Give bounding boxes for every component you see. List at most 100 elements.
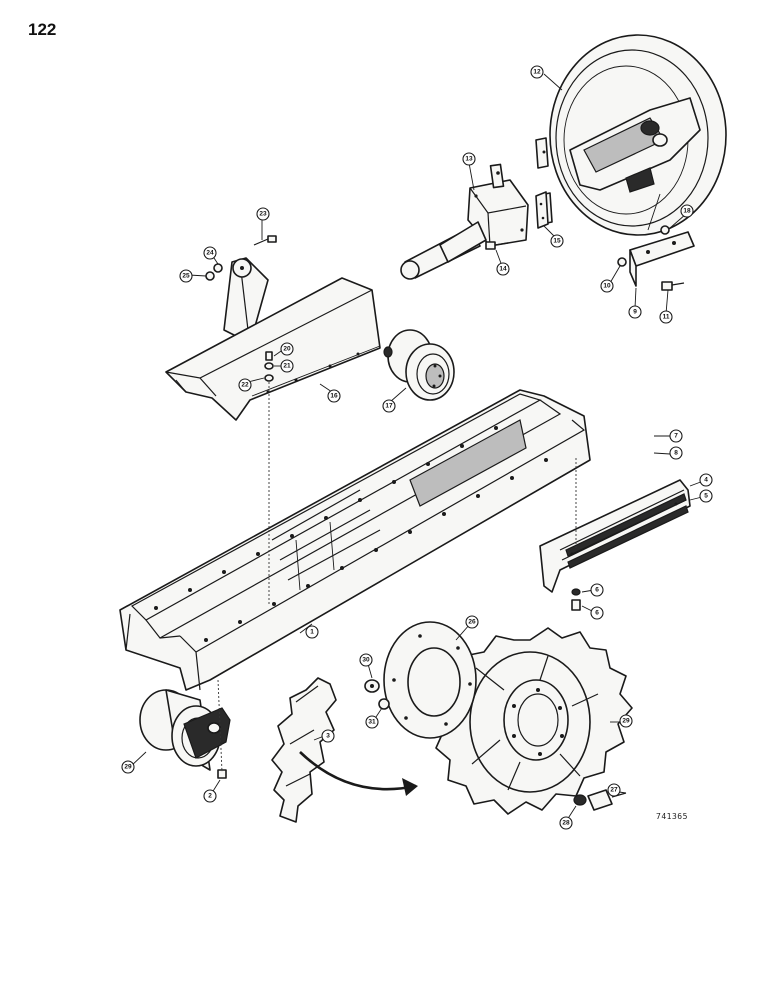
callout-circle [496, 262, 510, 276]
guide-plate [617, 193, 695, 291]
callout-27: 27 [607, 783, 621, 797]
callout-15: 15 [550, 234, 564, 248]
callout-28: 28 [559, 816, 573, 830]
callout-14: 14 [496, 262, 510, 276]
callout-number: 20 [283, 346, 291, 353]
callout-circle [628, 305, 642, 319]
callout-6: 6 [590, 583, 604, 597]
callout-circle [238, 378, 252, 392]
sprocket-bolt [573, 789, 627, 811]
callout-number: 14 [499, 266, 507, 273]
callout-23: 23 [256, 207, 270, 221]
alignment-line [217, 679, 223, 773]
curved-arrow [299, 751, 417, 791]
callout-number: 15 [553, 238, 561, 245]
callout-circle [280, 359, 294, 373]
drive-sprocket [431, 627, 633, 815]
callout-30: 30 [359, 653, 373, 667]
drawing-id: 741365 [656, 812, 688, 821]
callout-circle [680, 204, 694, 218]
callout-24: 24 [203, 246, 217, 260]
callout-number: 23 [259, 211, 267, 218]
callout-3: 3 [321, 729, 335, 743]
callout-number: 2 [208, 793, 212, 800]
callout-7: 7 [669, 429, 683, 443]
hub-hardware [364, 679, 390, 710]
callout-circle [590, 606, 604, 620]
callout-number: 12 [533, 69, 541, 76]
callout-18: 18 [680, 204, 694, 218]
callout-25: 25 [179, 269, 193, 283]
callout-circle [590, 583, 604, 597]
track-roller [139, 689, 231, 779]
callout-circle [607, 783, 621, 797]
callout-10: 10 [600, 279, 614, 293]
callout-number: 3 [326, 733, 330, 740]
callout-11: 11 [659, 310, 673, 324]
callout-number: 7 [674, 433, 678, 440]
callout-29: 29 [121, 760, 135, 774]
callout-circle [179, 269, 193, 283]
callout-22: 22 [238, 378, 252, 392]
callout-circle [203, 789, 217, 803]
track-frame [119, 389, 591, 691]
guard-bolt-stack [264, 351, 274, 382]
callout-circle [465, 615, 479, 629]
callout-number: 31 [368, 719, 376, 726]
callout-circle [121, 760, 135, 774]
callout-circle [659, 310, 673, 324]
track-guide-rail [539, 479, 691, 593]
callout-circle [327, 389, 341, 403]
callout-circle [365, 715, 379, 729]
callout-20: 20 [280, 342, 294, 356]
callout-circle [462, 152, 476, 166]
page-number: 122 [28, 20, 57, 39]
callout-number: 28 [562, 820, 570, 827]
callout-26: 26 [465, 615, 479, 629]
callout-number: 5 [704, 493, 708, 500]
callout-5: 5 [699, 489, 713, 503]
callout-number: 30 [362, 657, 370, 664]
callout-circle [699, 473, 713, 487]
bolt [485, 241, 509, 250]
callout-number: 22 [241, 382, 249, 389]
callout-circle [669, 446, 683, 460]
callout-number: 4 [704, 477, 708, 484]
callout-6: 6 [590, 606, 604, 620]
callout-13: 13 [462, 152, 476, 166]
frame-bolt-holes [154, 426, 548, 642]
callout-number: 6 [595, 587, 599, 594]
callout-number: 17 [385, 403, 393, 410]
callout-number: 24 [206, 250, 214, 257]
hub-shim [383, 621, 477, 739]
track-guard [165, 257, 381, 421]
callout-number: 1 [310, 629, 314, 636]
callout-12: 12 [530, 65, 544, 79]
arrow-head [402, 778, 418, 796]
callout-circle [699, 489, 713, 503]
callout-circle [600, 279, 614, 293]
idler-shaft-bracket [400, 163, 529, 280]
callout-number: 6 [595, 610, 599, 617]
callout-number: 9 [633, 309, 637, 316]
callout-labels: 1213151418109112324252021221617267845661… [121, 65, 713, 830]
callout-29: 29 [619, 714, 633, 728]
callout-number: 26 [468, 619, 476, 626]
sprocket-segment [271, 677, 337, 823]
callout-number: 21 [283, 363, 291, 370]
callout-17: 17 [382, 399, 396, 413]
callout-number: 11 [663, 314, 670, 321]
callout-number: 27 [610, 787, 618, 794]
callout-21: 21 [280, 359, 294, 373]
callout-number: 13 [465, 156, 473, 163]
idler-wheel [535, 34, 727, 236]
callout-number: 18 [683, 208, 691, 215]
callout-8: 8 [669, 446, 683, 460]
callout-circle [321, 729, 335, 743]
callout-1: 1 [305, 625, 319, 639]
callout-circle [305, 625, 319, 639]
callout-circle [550, 234, 564, 248]
callout-circle [382, 399, 396, 413]
callout-circle [619, 714, 633, 728]
